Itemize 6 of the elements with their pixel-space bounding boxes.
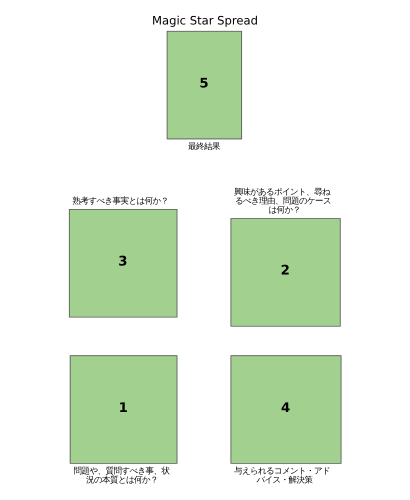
node-label: 問題や、質問すべき事、状況の本質とは何か？ [73, 465, 170, 484]
node-label: 熟考すべき事実とは何か？ [72, 196, 169, 206]
node-label: 最終結果 [188, 140, 220, 151]
diagram-title: Magic Star Spread [152, 13, 258, 28]
node-label: 与えられるコメント・アドバイス・解決策 [234, 465, 330, 484]
node-label: 興味があるポイント、尋ねるべき理由、問題のケースは何か？ [234, 186, 332, 215]
